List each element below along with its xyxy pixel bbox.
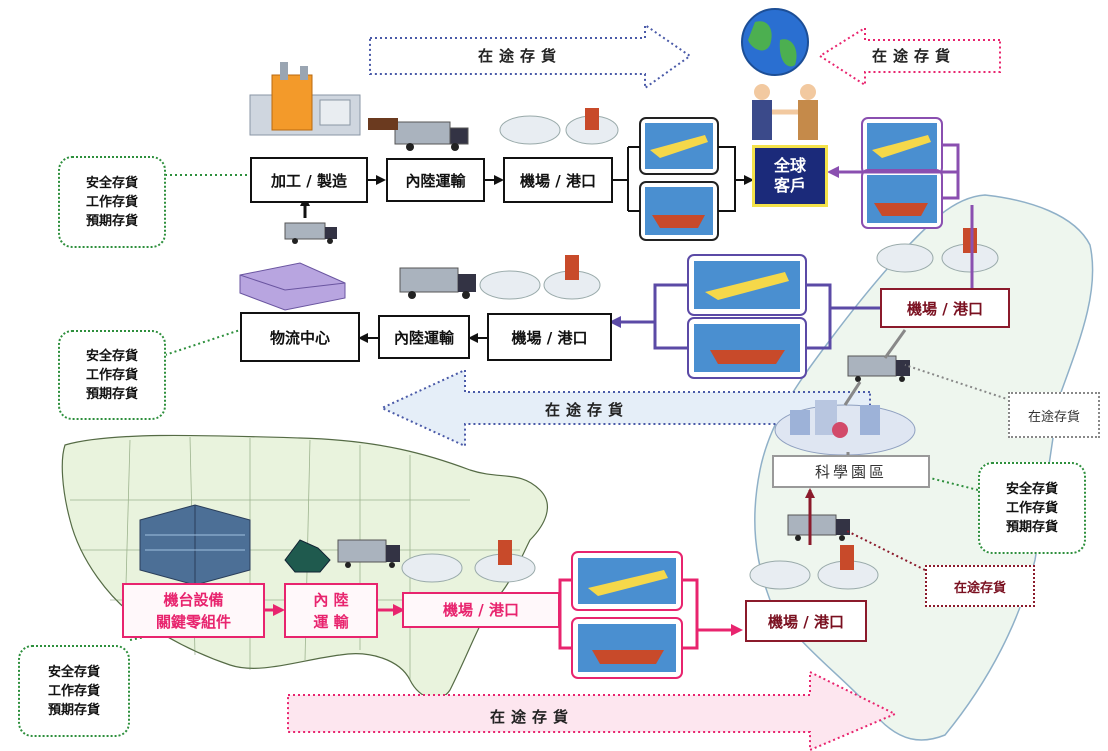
node-port-tw-top: 機場 / 港口	[880, 288, 1010, 328]
inv-working: 工作存貨	[85, 367, 138, 383]
transit-label-middle: 在途存貨	[545, 401, 630, 419]
inv-working: 工作存貨	[1005, 500, 1058, 516]
transit-arrow-bottom	[287, 670, 898, 751]
inventory-bubble-middle: 安全存貨 工作存貨 預期存貨	[58, 330, 166, 420]
inventory-bubble-top: 安全存貨 工作存貨 預期存貨	[58, 156, 166, 248]
truck-icon	[787, 514, 850, 541]
inland-us-line-2: 運 輸	[313, 612, 349, 631]
inv-safety: 安全存貨	[85, 175, 138, 191]
node-port-mid: 機場 / 港口	[487, 313, 612, 361]
equipment-line-2: 關鍵零組件	[155, 612, 231, 631]
ship-icon	[571, 617, 683, 679]
science-park-icon	[774, 400, 916, 456]
truck-icon	[399, 267, 476, 299]
factory-icon	[249, 62, 361, 136]
truck-icon	[284, 222, 337, 244]
transit-callout-gray: 在途存貨	[1008, 392, 1100, 438]
ship-icon	[861, 169, 943, 229]
transit-label-bottom: 在途存貨	[490, 708, 575, 726]
transit-arrow-top-right	[818, 26, 1001, 87]
truck-icon	[337, 539, 400, 568]
node-logistics-center: 物流中心	[240, 312, 360, 362]
inv-working: 工作存貨	[47, 683, 100, 699]
plane-icon	[687, 254, 807, 316]
transit-label-top-left: 在途存貨	[478, 47, 563, 65]
node-science-park: 科學園區	[772, 455, 930, 488]
inv-anticipated: 預期存貨	[1005, 519, 1058, 535]
inv-anticipated: 預期存貨	[85, 213, 138, 229]
customer-line-2: 客戶	[773, 176, 806, 195]
inv-safety: 安全存貨	[85, 348, 138, 364]
inv-working: 工作存貨	[85, 194, 138, 210]
office-building-icon	[139, 504, 251, 586]
equipment-line-1: 機台設備	[163, 590, 224, 609]
plane-icon	[861, 117, 943, 175]
inventory-bubble-us: 安全存貨 工作存貨 預期存貨	[18, 645, 130, 737]
transit-callout-maroon: 在途存貨	[925, 565, 1035, 607]
inv-safety: 安全存貨	[47, 664, 100, 680]
transit-arrow-middle	[379, 368, 871, 448]
inventory-bubble-taiwan: 安全存貨 工作存貨 預期存貨	[978, 462, 1086, 554]
truck-icon	[368, 118, 469, 151]
plane-port-cluster-tw-bottom	[749, 545, 879, 590]
plane-icon	[639, 117, 719, 175]
truck-icon	[847, 355, 910, 382]
plane-port-cluster-us	[401, 540, 536, 583]
inv-anticipated: 預期存貨	[47, 702, 100, 718]
inland-us-line-1: 內 陸	[313, 590, 349, 609]
plane-icon	[571, 551, 683, 611]
node-port-tw-bottom: 機場 / 港口	[745, 600, 867, 642]
ship-icon	[687, 317, 807, 379]
inv-safety: 安全存貨	[1005, 481, 1058, 497]
ship-icon	[639, 181, 719, 241]
transit-arrow-top-left	[369, 23, 692, 90]
inv-anticipated: 預期存貨	[85, 386, 138, 402]
plane-port-cluster-mid	[479, 255, 601, 300]
transit-label-top-right: 在途存貨	[872, 47, 957, 65]
crane-icon	[284, 539, 331, 573]
handshake-icon	[752, 84, 818, 140]
node-inland-mid: 內陸運輸	[378, 315, 470, 359]
node-equipment: 機台設備 關鍵零組件	[122, 583, 265, 638]
node-global-customer: 全球 客戶	[752, 145, 828, 207]
plane-port-cluster-tw-top	[876, 228, 999, 273]
warehouse-icon	[239, 262, 346, 311]
node-port-top: 機場 / 港口	[503, 157, 613, 203]
plane-port-cluster-top	[499, 108, 619, 145]
node-processing: 加工 / 製造	[250, 157, 368, 203]
customer-line-1: 全球	[773, 156, 806, 175]
node-inland-us: 內 陸 運 輸	[284, 583, 378, 638]
node-port-us: 機場 / 港口	[402, 592, 560, 628]
globe-icon	[741, 8, 809, 76]
node-inland-top: 內陸運輸	[386, 158, 485, 202]
